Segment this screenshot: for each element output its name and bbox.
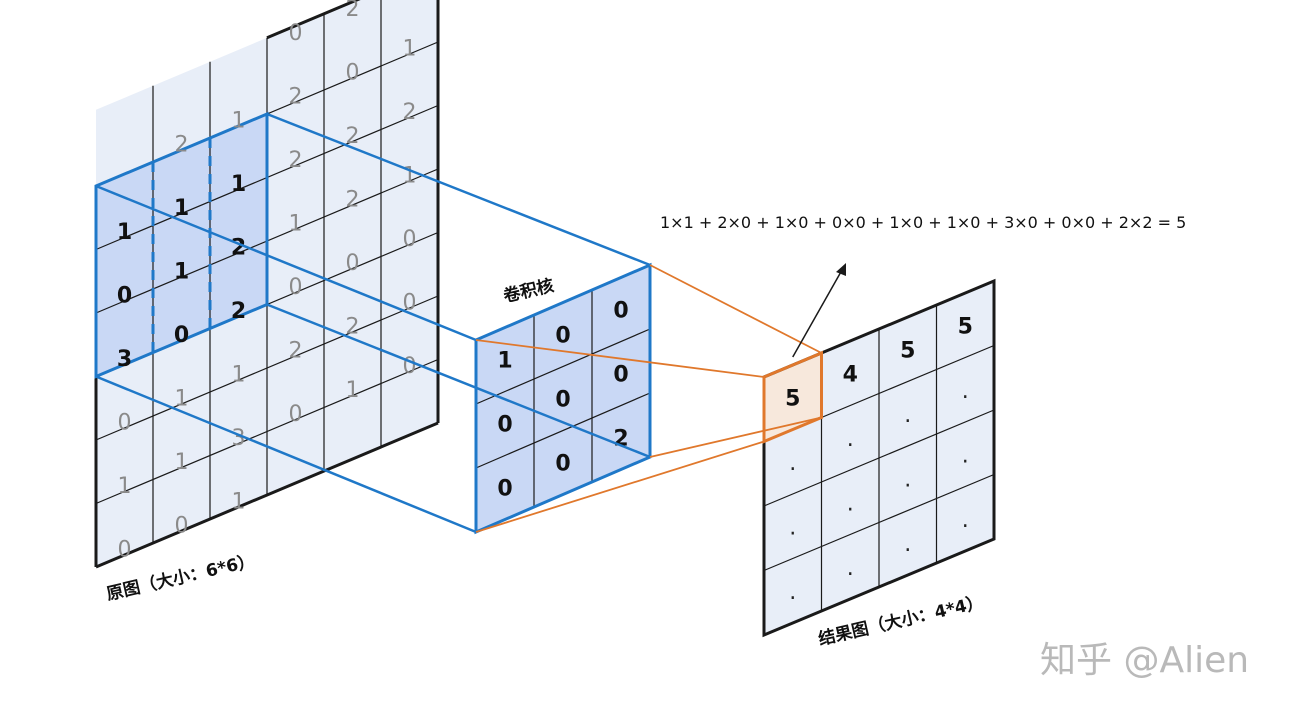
input-top-edge: [266, 0, 361, 40]
input-cell-value: 1: [175, 450, 189, 475]
output-cell-value: 5: [958, 314, 973, 339]
output-highlight: [764, 353, 822, 442]
formula-text: 1×1 + 2×0 + 1×0 + 0×0 + 1×0 + 1×0 + 3×0 …: [660, 213, 1186, 232]
input-cell-value: 1: [232, 490, 246, 515]
output-border: [762, 278, 996, 638]
output-cell-value: .: [962, 443, 969, 468]
output-cell-value: 5: [785, 386, 800, 411]
kernel-to-output-line: [475, 440, 765, 533]
input-cell-value: 0: [289, 402, 303, 427]
projection-lines: [95, 112, 846, 534]
kernel-cell-value: 0: [555, 388, 570, 413]
input-cell-value: 1: [403, 37, 417, 62]
output-row-line: [763, 409, 995, 507]
kernel-cell-value: 0: [613, 363, 628, 388]
input-to-kernel-line: [95, 375, 477, 534]
input-cell-value: 1: [232, 363, 246, 388]
output-cell-value: 4: [843, 362, 858, 387]
input-cell-value: 2: [403, 100, 417, 125]
formula-arrow-line: [792, 269, 843, 358]
input-row-line: [95, 295, 439, 441]
output-cell-value: 5: [900, 338, 915, 363]
kernel-row-line: [475, 392, 651, 469]
kernel-to-output-line: [649, 264, 822, 354]
output-row-line: [763, 473, 995, 572]
input-to-kernel-line: [95, 184, 477, 342]
input-cell-value: 0: [175, 514, 189, 539]
input-cell-value: 2: [289, 85, 303, 110]
kernel-cell-value: 1: [497, 349, 512, 374]
output-cell-value: .: [847, 427, 854, 452]
input-highlight: [96, 114, 267, 377]
input-row-line: [95, 358, 439, 505]
arrow-head-icon: [836, 263, 846, 276]
kernel-to-output-line: [475, 339, 765, 378]
input-cell-value: 1: [289, 212, 303, 237]
input-cell-value: 0: [289, 21, 303, 46]
input-cell-value: 2: [346, 315, 360, 340]
input-cell-value: 2: [346, 124, 360, 149]
output-cell-value: .: [904, 403, 911, 428]
kernel-cell-value: 0: [613, 299, 628, 324]
kernel-cell-value: 0: [497, 413, 512, 438]
watermark: 知乎 @Alien: [1040, 640, 1249, 681]
input-cell-value: 1: [346, 378, 360, 403]
kernel-row-line: [475, 328, 651, 405]
input-to-kernel-line: [266, 303, 651, 459]
input-cell-value: 2: [231, 236, 246, 261]
input-to-kernel-line: [266, 112, 651, 267]
input-cell-value: 0: [346, 61, 360, 86]
input-cell-value: 1: [175, 387, 189, 412]
kernel-bg: [476, 265, 650, 532]
input-cell-value: 0: [118, 411, 132, 436]
output-cell-value: .: [904, 532, 911, 557]
output-cell-value: .: [847, 556, 854, 581]
input-cell-value: 2: [231, 299, 246, 324]
input-cell-value: 1: [117, 220, 132, 245]
input-cell-value: 3: [117, 347, 132, 372]
output-cell-value: .: [904, 467, 911, 492]
input-row-line: [95, 421, 439, 569]
input-cell-value: 0: [118, 538, 132, 563]
input-cell-value: 2: [346, 188, 360, 213]
input-cell-value: 0: [174, 323, 189, 348]
output-cell-value: .: [789, 515, 796, 540]
kernel-cell-value: 0: [555, 452, 570, 477]
output-cell-value: .: [789, 451, 796, 476]
input-cell-value: 0: [346, 251, 360, 276]
output-cell-value: .: [789, 580, 796, 605]
input-cell-value: 0: [289, 275, 303, 300]
input-cell-value: 1: [174, 260, 189, 285]
input-cell-value: 2: [289, 148, 303, 173]
kernel-to-output-line: [649, 416, 822, 458]
input-cell-value: 0: [403, 354, 417, 379]
input-cell-value: 1: [174, 196, 189, 221]
input-cell-value: 0: [117, 284, 132, 309]
input-cell-value: 1: [232, 109, 246, 134]
input-cell-value: 1: [231, 172, 246, 197]
input-grid: 0232120111122201212130200001122011301000…: [94, 0, 440, 569]
output-cell-value: .: [962, 508, 969, 533]
kernel-cell-value: 0: [497, 477, 512, 502]
input-cell-value: 2: [346, 0, 360, 22]
input-cell-value: 0: [403, 291, 417, 316]
output-cell-value: .: [847, 491, 854, 516]
kernel-cell-value: 0: [555, 324, 570, 349]
input-cell-value: 0: [403, 227, 417, 252]
input-cell-value: 2: [289, 339, 303, 364]
input-cell-value: 3: [232, 426, 246, 451]
output-grid: 5 4 5 5............: [762, 278, 996, 638]
kernel-label: 卷积核: [500, 275, 555, 307]
input-cell-value: 1: [118, 474, 132, 499]
input-cell-value: 2: [175, 133, 189, 158]
output-cell-value: .: [962, 379, 969, 404]
